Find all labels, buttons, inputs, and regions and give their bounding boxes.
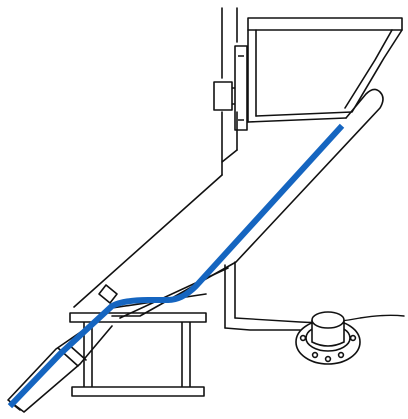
blue-guide-path [7, 123, 345, 409]
vertical-frame-posts [221, 7, 238, 329]
side-mount-bracket [213, 45, 248, 131]
lower-flange-mount [69, 312, 207, 397]
round-access-cap [295, 311, 361, 365]
lower-outlet-tube [7, 319, 113, 413]
hopper-assembly [247, 17, 403, 123]
